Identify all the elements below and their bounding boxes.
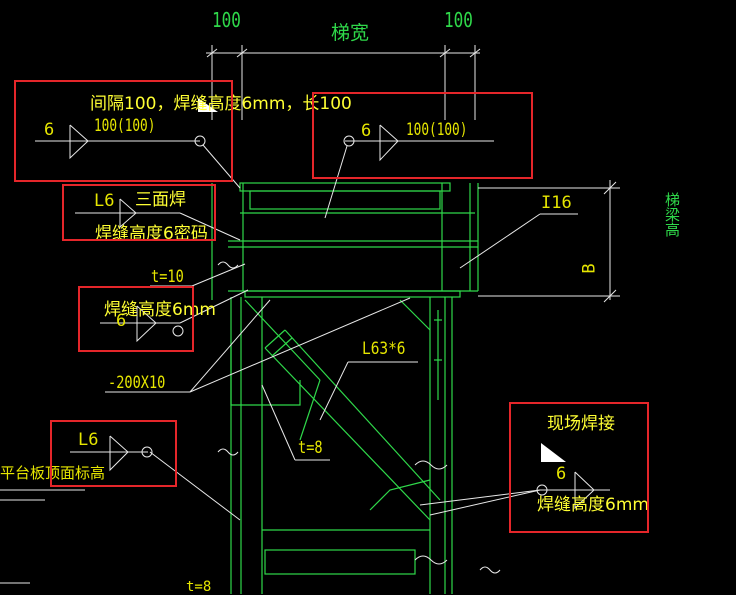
dim-right-label: 100 xyxy=(444,8,473,32)
highlight-box-mid-weld xyxy=(78,286,194,352)
weld-height-6mm-note-a: 焊缝高度6mm xyxy=(104,300,216,320)
weld-flags xyxy=(198,98,566,462)
weld-symbols xyxy=(0,124,610,584)
platform-elevation-label: 平台板顶面标高 xyxy=(0,464,106,482)
plate-200x10-label: -200X10 xyxy=(108,373,166,393)
steel-members xyxy=(211,182,479,594)
spacing-note: 间隔100，焊缝高度6mm，长100 xyxy=(90,94,352,114)
highlight-box-top-left-weld xyxy=(14,80,233,182)
weld-right-size: 6 xyxy=(361,121,372,141)
highlight-box-top-right-weld xyxy=(312,92,533,179)
field-weld-size: 6 xyxy=(556,464,567,484)
weld-right-length: 100(100) xyxy=(406,120,468,140)
break-lines xyxy=(217,261,501,574)
t10-label: t=10 xyxy=(151,267,184,287)
three-side-weld-note: 三面焊 xyxy=(135,190,186,210)
weld-left-size: 6 xyxy=(44,120,55,140)
l6-top-label: L6 xyxy=(94,191,115,211)
weld-height-6mm-note-b: 焊缝高度6mm xyxy=(537,495,649,515)
i16-label: I16 xyxy=(541,193,572,213)
i16-dimension xyxy=(459,180,620,303)
dim-left-label: 100 xyxy=(212,8,241,32)
highlight-box-field-weld xyxy=(509,402,649,533)
weld-height-seal-note: 焊缝高度6密码 xyxy=(95,224,208,244)
weld-mid-size: 6 xyxy=(116,311,127,331)
angle-l63-label: L63*6 xyxy=(362,339,406,359)
beam-depth-vertical-label: 梯梁高 xyxy=(663,192,681,237)
bottom-dim-label: t=8 xyxy=(186,579,212,595)
t8-label: t=8 xyxy=(298,438,323,458)
top-dimensions xyxy=(206,45,481,120)
highlight-box-l6-three-side xyxy=(62,184,216,241)
weld-left-length: 100(100) xyxy=(94,116,156,136)
l6-bottom-label: L6 xyxy=(78,430,99,450)
highlight-box-l6-bottom xyxy=(50,420,177,487)
stair-width-label: 梯宽 xyxy=(331,22,370,44)
field-weld-note: 现场焊接 xyxy=(547,414,615,434)
b-dim-label: B xyxy=(579,263,600,274)
